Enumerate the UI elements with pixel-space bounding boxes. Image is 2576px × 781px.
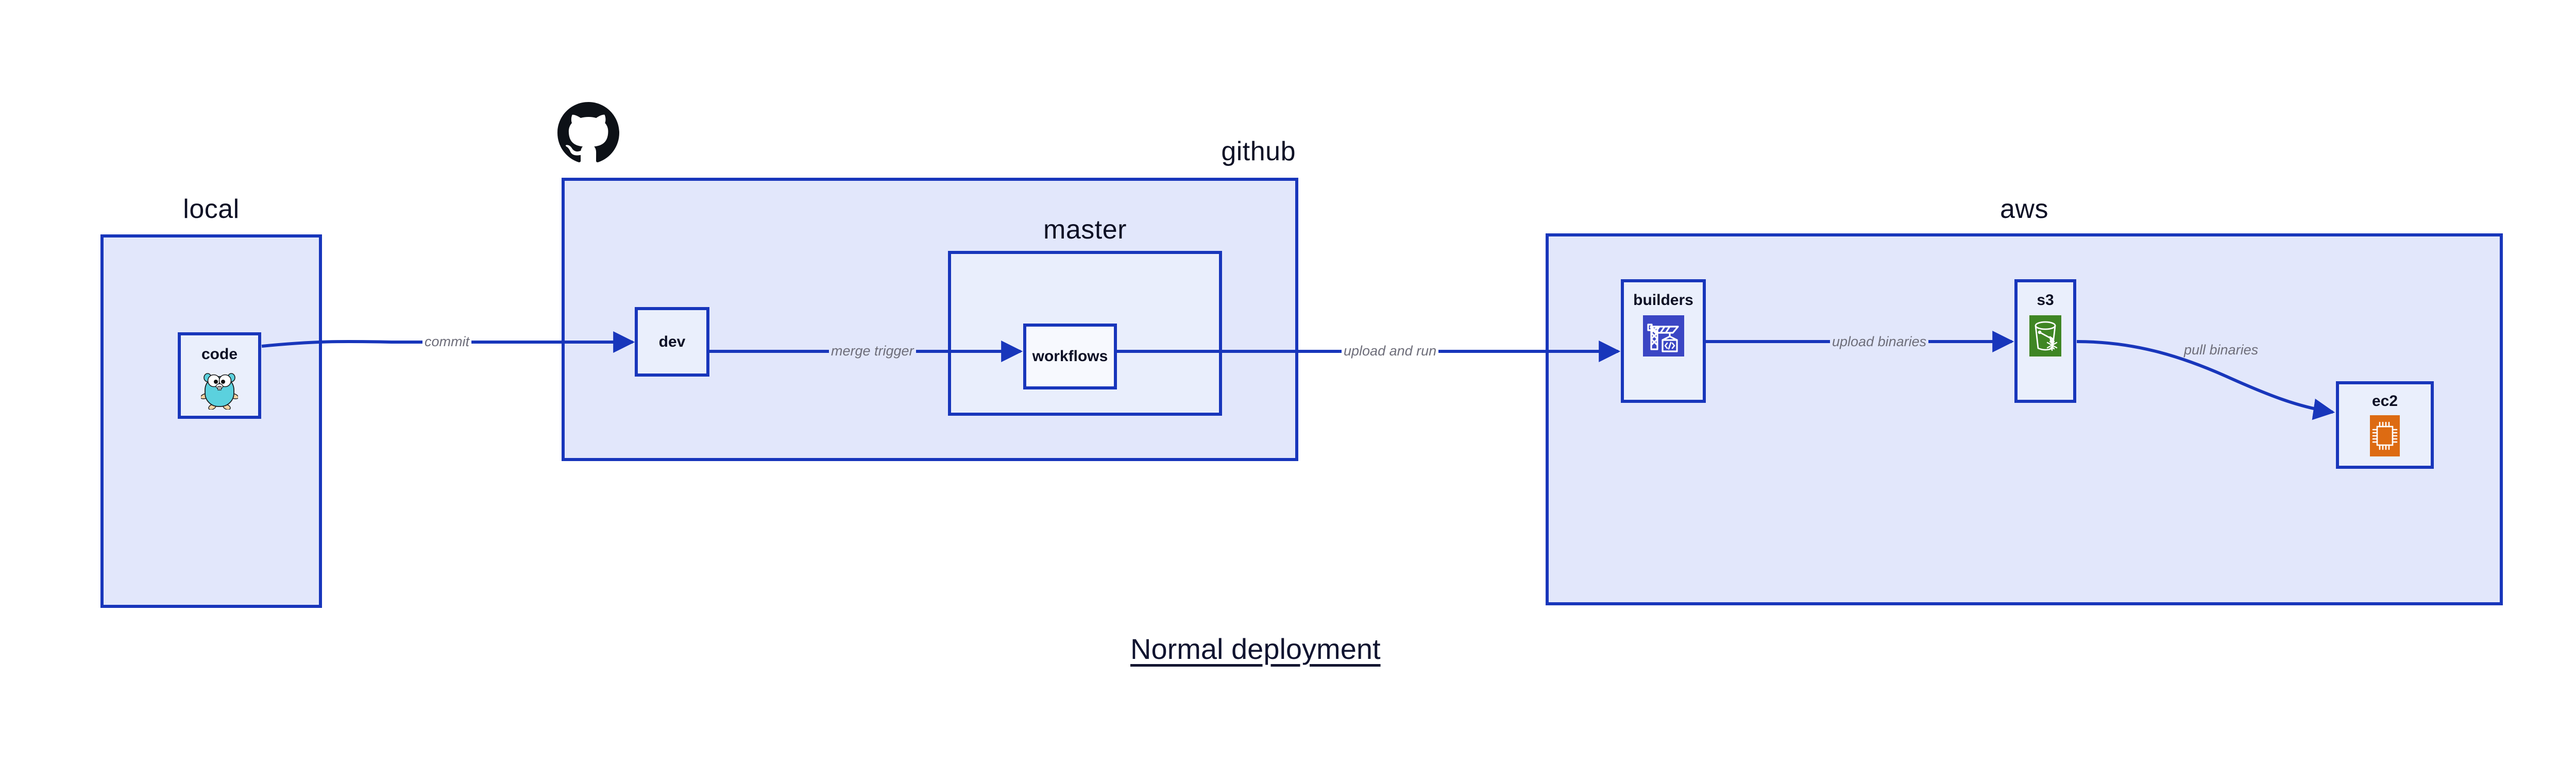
node-label-s3: s3	[2037, 292, 2054, 309]
node-label-code: code	[201, 346, 238, 363]
node-code[interactable]: code	[178, 332, 261, 419]
node-label-workflows: workflows	[1032, 348, 1108, 365]
node-label-dev: dev	[658, 333, 686, 350]
edge-label-commit: commit	[422, 335, 471, 349]
group-local	[100, 234, 322, 608]
node-workflows[interactable]: workflows	[1023, 324, 1117, 389]
aws-s3-glacier-icon	[2029, 315, 2061, 359]
node-label-ec2: ec2	[2371, 393, 2398, 410]
diagram-title: Normal deployment	[1130, 633, 1381, 665]
edge-label-pull-binaries: pull binaries	[2182, 343, 2261, 357]
node-s3[interactable]: s3	[2014, 279, 2076, 403]
node-builders[interactable]: builders	[1621, 279, 1706, 403]
edge-label-upload-binaries: upload binaries	[1830, 335, 1929, 349]
edge-label-merge-trigger: merge trigger	[829, 344, 916, 358]
aws-codebuild-icon	[1642, 315, 1684, 359]
node-label-builders: builders	[1633, 292, 1693, 309]
edge-label-upload-and-run: upload and run	[1342, 344, 1439, 358]
group-label-aws: aws	[2000, 194, 2048, 224]
node-dev[interactable]: dev	[635, 307, 709, 377]
group-label-local: local	[183, 194, 240, 224]
group-label-master: master	[1043, 215, 1127, 245]
group-label-github: github	[1221, 137, 1296, 166]
go-gopher-icon	[200, 369, 239, 412]
node-ec2[interactable]: ec2	[2336, 381, 2434, 469]
github-octocat-logo	[557, 102, 619, 166]
aws-ec2-icon	[2370, 415, 2400, 459]
